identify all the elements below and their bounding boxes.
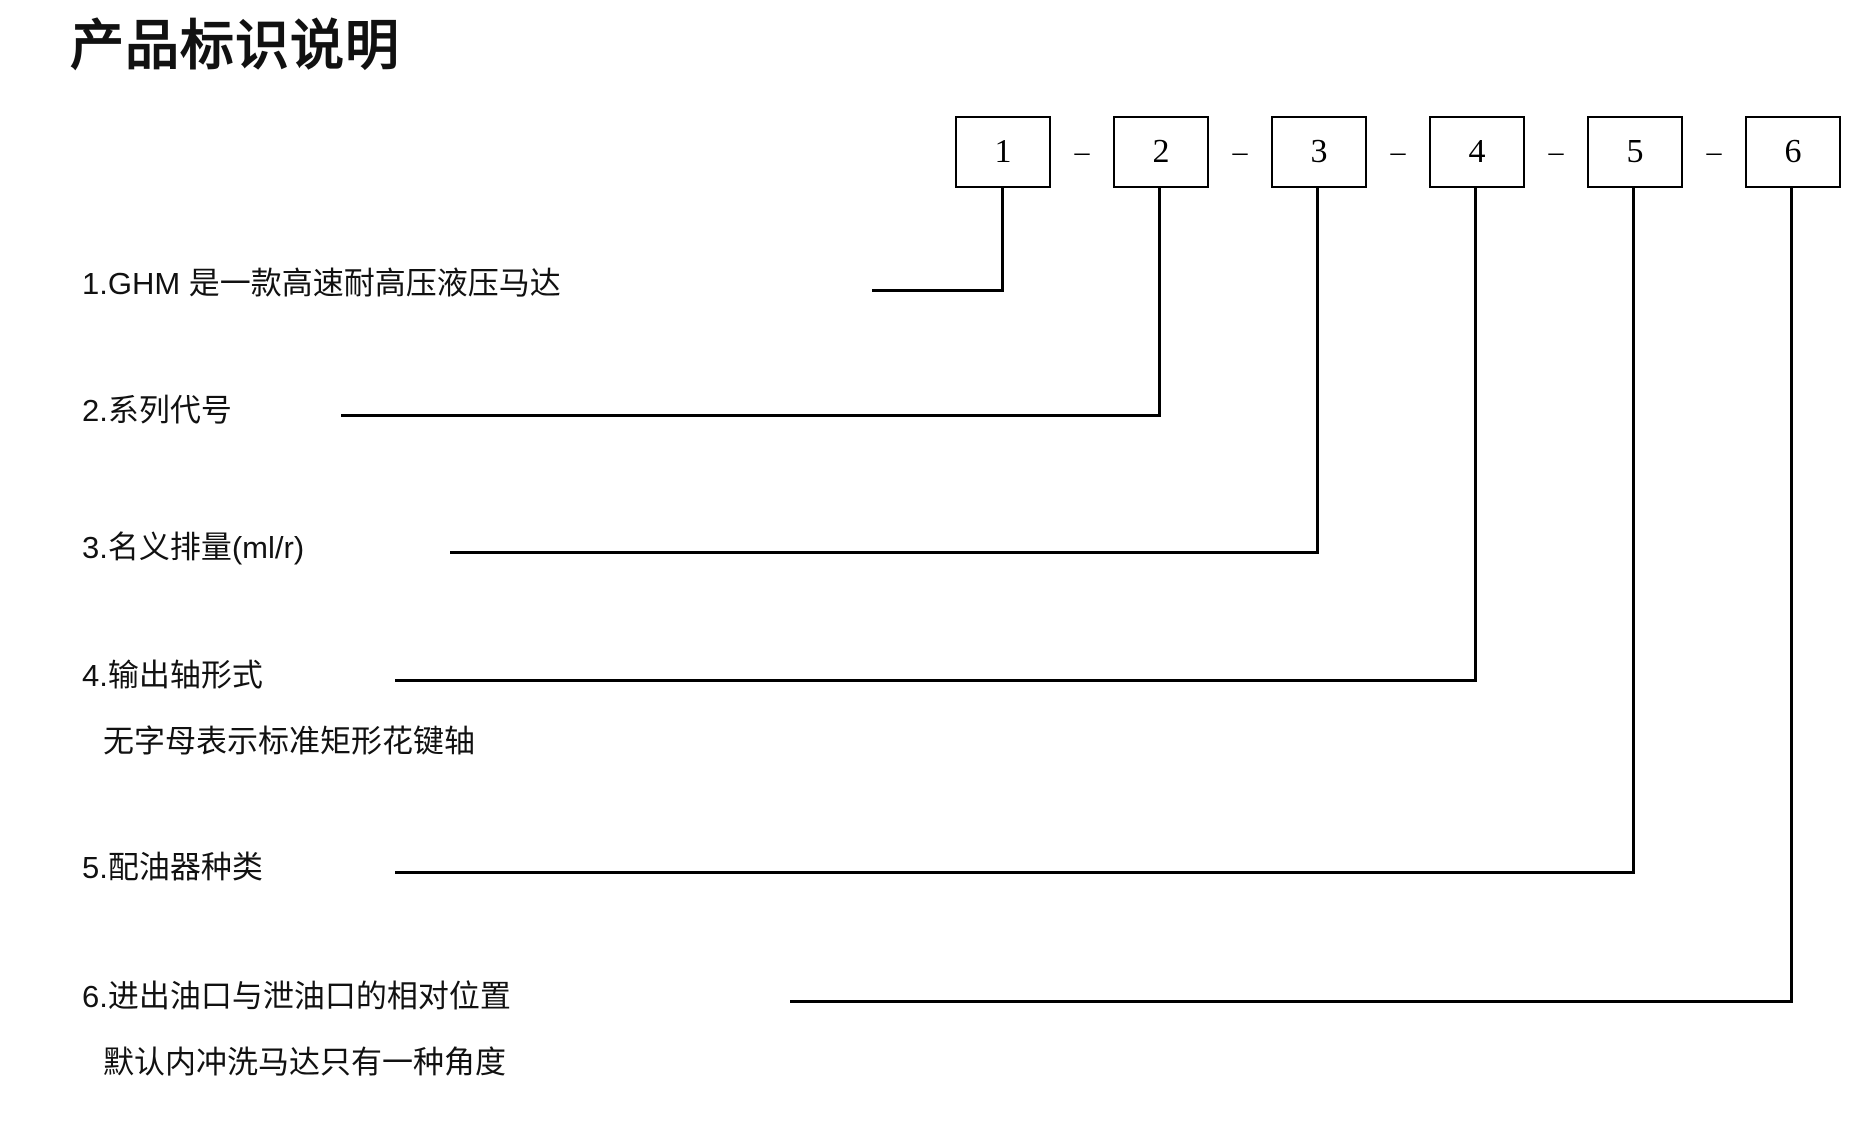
leader-horizontal-4 bbox=[395, 679, 1477, 682]
leader-horizontal-3 bbox=[450, 551, 1319, 554]
code-box-5[interactable]: 5 bbox=[1587, 116, 1683, 188]
code-box-4[interactable]: 4 bbox=[1429, 116, 1525, 188]
code-box-2-label: 2 bbox=[1152, 133, 1170, 170]
code-separator-3: – bbox=[1390, 135, 1406, 168]
code-box-1-label: 1 bbox=[994, 133, 1012, 170]
leader-horizontal-2 bbox=[341, 414, 1161, 417]
description-item-2: 2.系列代号 bbox=[82, 393, 232, 428]
leader-vertical-1 bbox=[1001, 186, 1004, 292]
leader-vertical-6 bbox=[1790, 186, 1793, 1003]
page-title: 产品标识说明 bbox=[70, 16, 400, 76]
description-item-4: 4.输出轴形式 bbox=[82, 658, 263, 693]
code-box-5-label: 5 bbox=[1626, 133, 1644, 170]
description-item-6-sub: 默认内冲洗马达只有一种角度 bbox=[103, 1045, 506, 1080]
description-item-1: 1.GHM 是一款高速耐高压液压马达 bbox=[82, 266, 561, 301]
leader-horizontal-1 bbox=[872, 289, 1003, 292]
leader-vertical-5 bbox=[1632, 186, 1635, 874]
code-separator-2: – bbox=[1232, 135, 1248, 168]
code-separator-5: – bbox=[1706, 135, 1722, 168]
leader-horizontal-5 bbox=[395, 871, 1635, 874]
code-box-3[interactable]: 3 bbox=[1271, 116, 1367, 188]
code-box-3-label: 3 bbox=[1310, 133, 1328, 170]
leader-vertical-2 bbox=[1158, 186, 1161, 417]
code-box-6-label: 6 bbox=[1784, 133, 1802, 170]
description-item-4-sub: 无字母表示标准矩形花键轴 bbox=[103, 724, 475, 759]
code-box-2[interactable]: 2 bbox=[1113, 116, 1209, 188]
leader-horizontal-6 bbox=[790, 1000, 1793, 1003]
leader-vertical-3 bbox=[1316, 186, 1319, 554]
code-box-6[interactable]: 6 bbox=[1745, 116, 1841, 188]
description-item-6: 6.进出油口与泄油口的相对位置 bbox=[82, 979, 511, 1014]
code-box-1[interactable]: 1 bbox=[955, 116, 1051, 188]
description-item-3: 3.名义排量(ml/r) bbox=[82, 530, 305, 565]
code-separator-4: – bbox=[1548, 135, 1564, 168]
code-separator-1: – bbox=[1074, 135, 1090, 168]
description-item-5: 5.配油器种类 bbox=[82, 850, 263, 885]
model-code-row: 1 – 2 – 3 – 4 – 5 – 6 bbox=[955, 116, 1841, 188]
leader-vertical-4 bbox=[1474, 186, 1477, 682]
code-box-4-label: 4 bbox=[1468, 133, 1486, 170]
